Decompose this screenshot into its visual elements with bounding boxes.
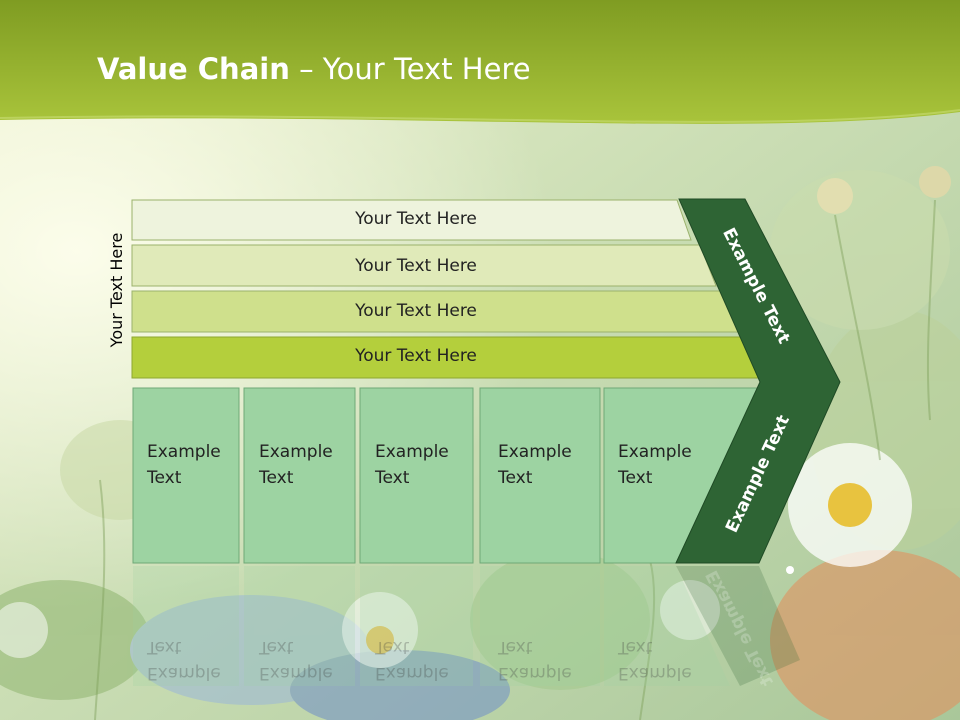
box-4-line-2: Text	[498, 468, 533, 488]
activity-box-3	[359, 387, 474, 564]
support-bar-2-label: Your Text Here	[355, 256, 477, 276]
reflection-shapes	[133, 566, 800, 686]
reflection-5-line-1: Example	[618, 663, 692, 683]
support-bar-4-label: Your Text Here	[355, 346, 477, 366]
box-1-line-1: Example	[147, 442, 221, 462]
box-5-line-1: Example	[618, 442, 692, 462]
meadow-flowers	[0, 170, 960, 720]
support-bar-2	[131, 244, 717, 287]
activity-box-2-reflection: Example Text	[259, 634, 333, 686]
title-rest: – Your Text Here	[289, 52, 531, 86]
activity-box-1	[132, 387, 240, 564]
box-3-line-2: Text	[375, 468, 410, 488]
reflection-5-line-2: Text	[618, 637, 653, 657]
box-2-line-2: Text	[259, 468, 294, 488]
reflection-3-line-2: Text	[375, 637, 410, 657]
box-2-line-1: Example	[259, 442, 333, 462]
daisy-decor	[0, 166, 951, 668]
box-1-line-2: Text	[147, 468, 182, 488]
reflection-1-line-1: Example	[147, 663, 221, 683]
box-3-line-1: Example	[375, 442, 449, 462]
reflection-2-line-1: Example	[259, 663, 333, 683]
support-bar-3-label: Your Text Here	[355, 301, 477, 321]
reflection-4-line-1: Example	[498, 663, 572, 683]
header-band	[0, 0, 960, 124]
box-5-line-2: Text	[618, 468, 653, 488]
reflection-4-line-2: Text	[498, 637, 533, 657]
margin-chevron	[675, 198, 841, 564]
support-bar-1	[131, 199, 692, 241]
box-4-line-1: Example	[498, 442, 572, 462]
title-bold: Value Chain	[97, 52, 290, 86]
reflection-2-line-2: Text	[259, 637, 294, 657]
activity-box-4	[479, 387, 601, 564]
activity-box-2	[243, 387, 356, 564]
support-bar-1-label: Your Text Here	[355, 209, 477, 229]
reflection-1-line-2: Text	[147, 637, 182, 657]
activity-box-1-reflection: Example Text	[147, 634, 221, 686]
activity-box-3-reflection: Example Text	[375, 634, 449, 686]
activity-box-4-reflection: Example Text	[498, 634, 572, 686]
activity-box-5-reflection: Example Text	[618, 634, 692, 686]
slide-title: Value Chain – Your Text Here	[97, 52, 531, 86]
reflection-3-line-1: Example	[375, 663, 449, 683]
